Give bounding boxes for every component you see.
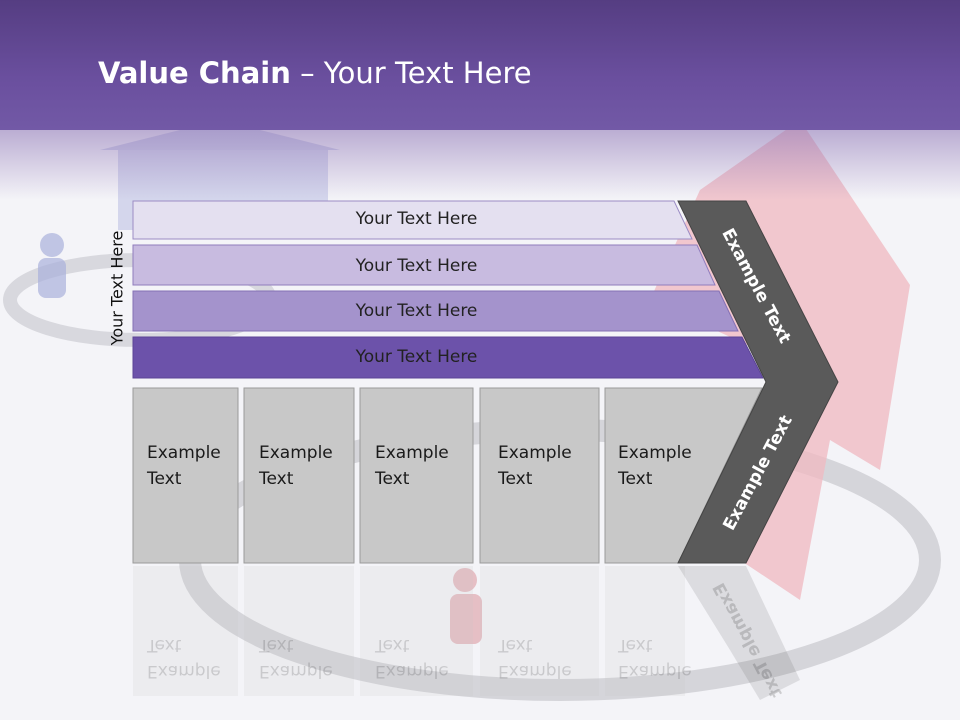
cell-reflection-label-2: Example Text <box>259 632 333 684</box>
row-label-3: Your Text Here <box>355 301 478 321</box>
chevron-reflection <box>678 566 800 700</box>
cell-reflection-label-5: Example Text <box>618 632 692 684</box>
cell-reflection-label-4: Example Text <box>498 632 572 684</box>
person-shape <box>40 233 64 257</box>
cell-2-line1: Example <box>259 443 333 463</box>
title-bold: Value Chain <box>98 56 291 90</box>
person-shape <box>38 258 66 298</box>
header-fade <box>0 130 960 200</box>
row-label-1: Your Text Here <box>355 209 478 229</box>
cell-1-line1: Example <box>147 443 221 463</box>
cell-box-4 <box>479 387 600 564</box>
cell-box-3 <box>359 387 474 564</box>
cell-reflection-label-1: Example Text <box>147 632 221 684</box>
refl-1-line2: Text <box>147 635 182 655</box>
row-bar-4 <box>132 336 764 379</box>
header-bar <box>0 0 960 130</box>
person-shape <box>450 594 482 644</box>
row-bar-3 <box>132 290 739 332</box>
person-shape <box>453 568 477 592</box>
cell-5-line1: Example <box>618 443 692 463</box>
refl-5-line1: Example <box>618 661 692 681</box>
refl-3-line2: Text <box>375 635 410 655</box>
cell-1-line2: Text <box>147 469 182 489</box>
refl-2-line1: Example <box>259 661 333 681</box>
title-rest: – Your Text Here <box>290 56 532 90</box>
refl-2-line2: Text <box>259 635 294 655</box>
cell-box-2 <box>243 387 355 564</box>
cell-reflection-4 <box>480 566 599 696</box>
cell-5-line2: Text <box>618 469 653 489</box>
cell-reflection-3 <box>360 566 473 696</box>
refl-1-line1: Example <box>147 661 221 681</box>
row-label-2: Your Text Here <box>355 256 478 276</box>
cell-reflection-5 <box>605 566 685 696</box>
refl-3-line1: Example <box>375 661 449 681</box>
cell-reflection-2 <box>244 566 354 696</box>
cell-box-1 <box>132 387 239 564</box>
cell-reflection-label-3: Example Text <box>375 632 449 684</box>
refl-4-line2: Text <box>498 635 533 655</box>
row-bar-2 <box>132 244 716 286</box>
refl-4-line1: Example <box>498 661 572 681</box>
row-bar-1 <box>132 200 693 240</box>
cell-reflection-1 <box>133 566 238 696</box>
cell-3-line1: Example <box>375 443 449 463</box>
slide-title: Value Chain – Your Text Here <box>98 56 532 90</box>
refl-5-line2: Text <box>618 635 653 655</box>
chevron-shape <box>677 200 839 564</box>
row-label-4: Your Text Here <box>355 347 478 367</box>
cell-4-line1: Example <box>498 443 572 463</box>
side-label: Your Text Here <box>107 230 127 346</box>
cell-3-line2: Text <box>375 469 410 489</box>
cell-4-line2: Text <box>498 469 533 489</box>
cell-2-line2: Text <box>259 469 294 489</box>
